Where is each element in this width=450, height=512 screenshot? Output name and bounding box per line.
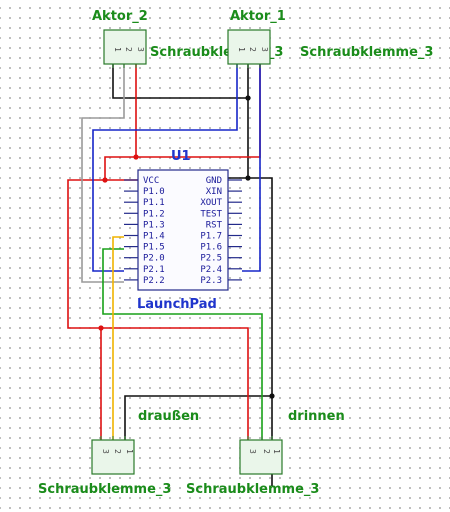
chip-pin-label-right: TEST <box>200 209 222 219</box>
junction-dot <box>133 154 139 160</box>
chip-pin-label-right: P2.5 <box>200 254 222 264</box>
junction-dot <box>102 177 108 183</box>
chip-pin-label-left: P1.1 <box>143 198 165 208</box>
terminal-pin-number: 1 <box>272 449 281 454</box>
junction-dot <box>245 95 251 101</box>
chip-pin-label-right: XIN <box>206 187 222 197</box>
wire-blue-p24 <box>242 64 261 272</box>
wire-gnd-aktor2 <box>112 64 248 99</box>
wire-orange-data <box>112 236 124 440</box>
terminal-draussen[interactable]: draußen 3 2 1 Schraubklemme_3 <box>38 409 199 497</box>
wire-vcc-chip <box>104 156 138 181</box>
terminal-pin-number: 2 <box>124 47 133 52</box>
terminal-pin-number: 2 <box>248 47 257 52</box>
wire-vcc-loop <box>67 179 249 440</box>
terminal-title: draußen <box>138 409 199 424</box>
terminal-aktor1[interactable]: Aktor_1 1 2 3 Schraubklemme_3 <box>227 9 433 68</box>
chip-pin-label-left: P1.5 <box>143 243 165 253</box>
chip-pin-label-right: XOUT <box>200 198 222 208</box>
junction-dot <box>98 325 104 331</box>
chip-pin-label-left: P1.4 <box>143 232 165 242</box>
terminal-name: Schraubklemme_3 <box>300 45 433 60</box>
launchpad-chip[interactable]: U1 VCCP1.0P1.1P1.2P1.3P1.4P1.5P2.0P2.1P2… <box>124 149 242 312</box>
terminal-name: Schraubklemme_3 <box>186 482 319 497</box>
wire-gnd-draussen <box>124 395 272 440</box>
chip-pin-label-right: P1.7 <box>200 232 222 242</box>
chip-pin-label-left: P2.0 <box>143 254 165 264</box>
wire-green-data <box>102 248 263 440</box>
chip-pin-label-left: P1.2 <box>143 209 165 219</box>
chip-pin-label-left: P2.1 <box>143 265 165 275</box>
wire-gnd-main <box>228 64 273 486</box>
junction-dot <box>269 393 275 399</box>
terminal-pin-number: 1 <box>113 47 122 52</box>
terminal-pin-number: 3 <box>260 47 269 52</box>
chip-ref: U1 <box>171 149 191 164</box>
terminal-pin-number: 2 <box>262 449 271 454</box>
terminal-title: Aktor_1 <box>230 9 286 24</box>
chip-pin-label-right: P2.4 <box>200 265 222 275</box>
terminal-title: Aktor_2 <box>92 9 148 24</box>
chip-pin-label-right: P2.3 <box>200 276 222 286</box>
terminal-aktor2[interactable]: Aktor_2 1 2 3 Schraubklemme_3 <box>92 9 283 68</box>
terminal-title: drinnen <box>288 409 345 424</box>
chip-pin-label-right: GND <box>206 176 222 186</box>
chip-pin-label-left: P1.3 <box>143 220 165 230</box>
terminal-pin-number: 2 <box>113 449 122 454</box>
terminal-pin-number: 3 <box>136 47 145 52</box>
chip-pin-label-left: P1.0 <box>143 187 165 197</box>
wire-vcc-aktor2 <box>135 64 261 158</box>
terminal-pin-number: 1 <box>125 449 134 454</box>
chip-name: LaunchPad <box>137 297 217 312</box>
chip-pin-label-left: VCC <box>143 176 159 186</box>
terminal-pin-number: 3 <box>101 449 110 454</box>
terminal-pin-number: 3 <box>248 449 257 454</box>
terminal-pin-number: 1 <box>237 47 246 52</box>
chip-pin-label-right: RST <box>206 220 223 230</box>
terminal-drinnen[interactable]: drinnen 3 2 1 Schraubklemme_3 <box>186 409 345 497</box>
terminal-name: Schraubklemme_3 <box>38 482 171 497</box>
junction-dot <box>245 175 251 181</box>
wire-gray-signal <box>81 64 125 283</box>
chip-pin-label-right: P1.6 <box>200 243 222 253</box>
chip-body <box>137 169 229 291</box>
chip-pin-label-left: P2.2 <box>143 276 165 286</box>
